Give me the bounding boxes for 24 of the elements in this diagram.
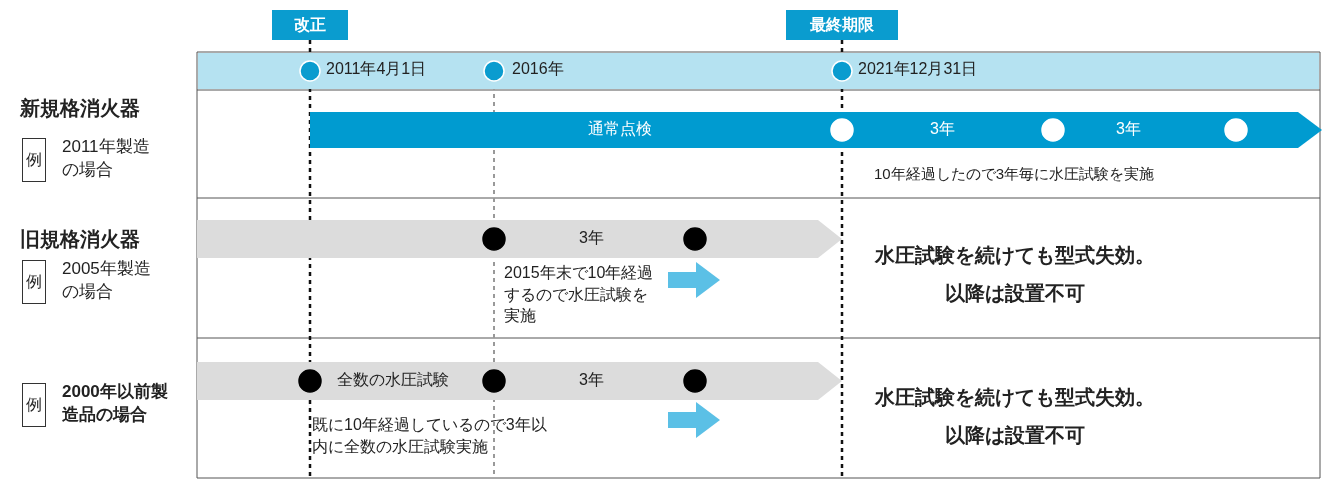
date-label: 2021年12月31日 — [858, 59, 978, 79]
date-label: 2011年4月1日 — [326, 59, 427, 79]
status-text: 水圧試験を続けても型式失効。以降は設置不可 — [873, 243, 1156, 306]
period-label: 3年 — [579, 370, 604, 390]
tag-label: 改正 — [272, 10, 348, 40]
example-box: 例 — [22, 138, 46, 182]
period-label: 全数の水圧試験 — [337, 370, 449, 390]
status-text: 水圧試験を続けても型式失効。以降は設置不可 — [873, 385, 1156, 448]
period-label: 3年 — [930, 119, 955, 139]
example-box: 例 — [22, 260, 46, 304]
period-label: 3年 — [579, 228, 604, 248]
timeline-band — [198, 53, 1319, 89]
period-label: 3年 — [1116, 119, 1141, 139]
example-note: 2005年製造の場合 — [62, 258, 152, 303]
date-label: 2016年 — [512, 59, 564, 79]
example-note: 2000年以前製造品の場合 — [62, 381, 169, 426]
example-box: 例 — [22, 383, 46, 427]
row-heading: 旧規格消火器 — [20, 227, 140, 252]
period-label: 通常点検 — [588, 119, 652, 139]
note-text: 10年経過したので3年毎に水圧試験を実施 — [874, 164, 1155, 184]
tag-label: 最終期限 — [786, 10, 898, 40]
example-note: 2011年製造の場合 — [62, 136, 151, 181]
note-text: 2015年末で10年経過するので水圧試験を実施 — [504, 263, 654, 327]
note-text: 既に10年経過しているので3年以内に全数の水圧試験実施 — [312, 415, 548, 457]
